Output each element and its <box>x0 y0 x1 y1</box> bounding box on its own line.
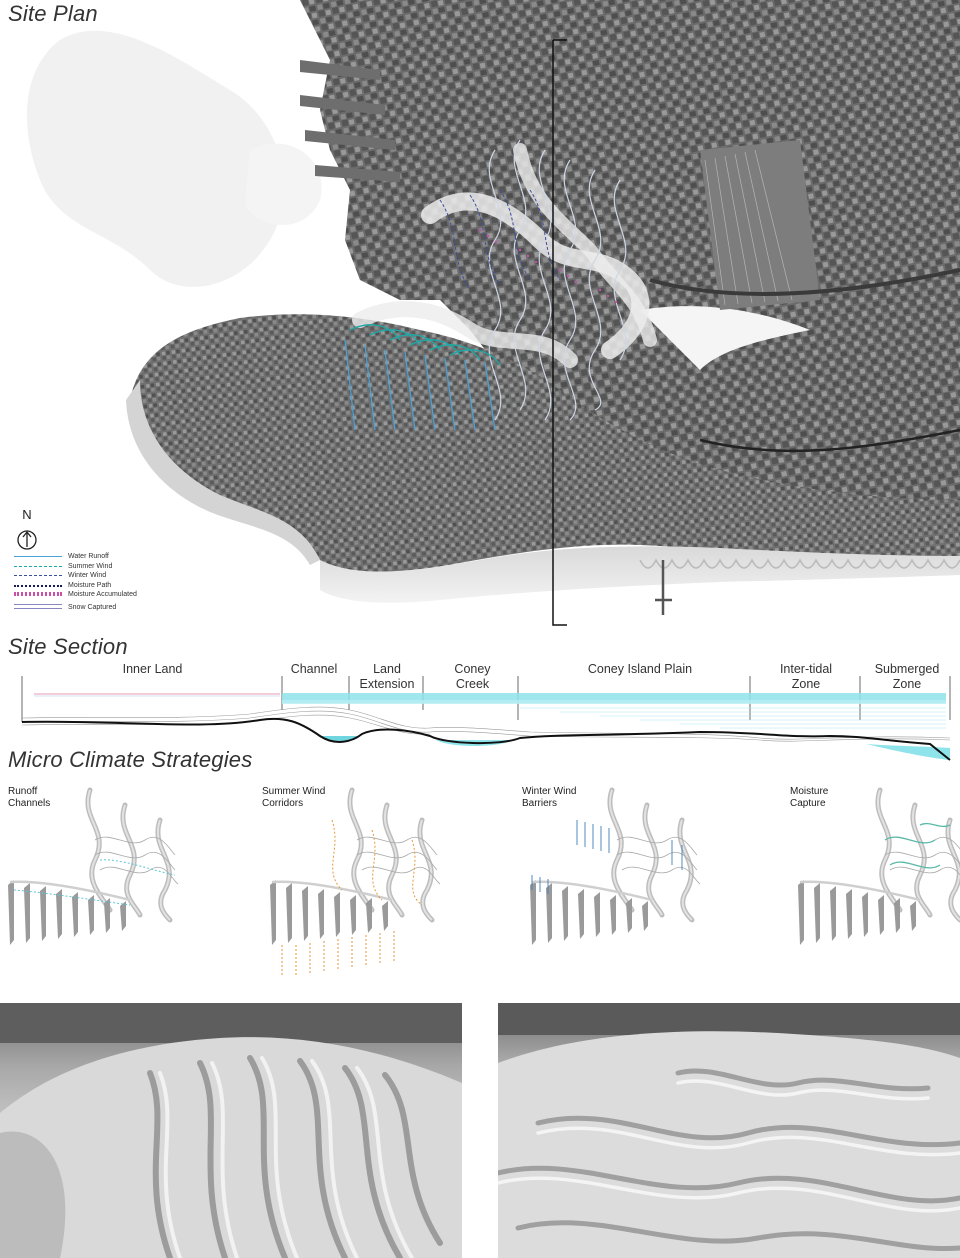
zone-label-land-extension: Land Extension <box>359 662 415 691</box>
model-photo-right <box>498 1003 960 1258</box>
model-photo-left <box>0 1003 462 1258</box>
micro-climate-title: Micro Climate Strategies <box>8 747 253 772</box>
legend-label: Water Runoff <box>68 553 109 560</box>
legend-label: Moisture Accumulated <box>68 591 137 599</box>
legend-label: Winter Wind <box>68 572 107 580</box>
strategy-runoff-channels-diagram <box>8 790 178 945</box>
legend-label: Moisture Path <box>68 581 112 589</box>
legend-item: Winter Wind <box>14 571 214 581</box>
site-plan-title: Site Plan <box>8 1 98 26</box>
site-plan-map <box>17 0 960 626</box>
strategy-summer-wind-corridors-diagram <box>270 790 440 975</box>
legend-item: Moisture Path <box>14 581 214 591</box>
strategy-label-runoff-channels: Runoff Channels <box>8 786 51 809</box>
strategy-moisture-capture-diagram <box>798 790 960 945</box>
site-plan-panel: Site Plan N Water Runoff Summer Wind Win… <box>8 0 960 626</box>
north-label: N <box>22 507 32 522</box>
legend-swatch <box>14 603 62 609</box>
legend-swatch <box>14 556 62 557</box>
legend-item: Snow Captured <box>14 603 214 613</box>
zone-label-submerged-zone: Submerged Zone <box>874 662 940 691</box>
legend-label: Snow Captured <box>68 603 117 611</box>
zone-label-coney-creek: Coney Creek <box>454 662 491 691</box>
strategy-diagrams <box>0 780 960 975</box>
strategy-label-summer-wind-corridors: Summer Wind Corridors <box>262 786 326 809</box>
zone-label-channel: Channel <box>290 662 338 676</box>
zone-label-coney-island-plain: Coney Island Plain <box>587 662 693 676</box>
zone-label-inter-tidal-zone: Inter-tidal Zone <box>779 662 833 691</box>
strategy-label-moisture-capture: Moisture Capture <box>790 786 829 809</box>
site-section-title: Site Section <box>8 634 128 659</box>
zone-label-inner-land: Inner Land <box>122 662 183 676</box>
legend-item: Moisture Accumulated <box>14 590 214 600</box>
strategy-winter-wind-barriers-diagram <box>530 790 700 945</box>
north-indicator: N <box>14 508 40 522</box>
legend-label: Summer Wind <box>68 562 113 570</box>
legend-swatch <box>14 575 62 577</box>
legend-swatch <box>14 565 62 567</box>
site-section-diagram <box>21 676 951 761</box>
strategy-label-winter-wind-barriers: Winter Wind Barriers <box>522 786 577 809</box>
legend-swatch <box>14 592 62 597</box>
legend-item: Water Runoff <box>14 552 214 562</box>
legend-item: Summer Wind <box>14 562 214 572</box>
legend-swatch <box>14 584 62 587</box>
site-plan-legend: Water Runoff Summer Wind Winter Wind Moi… <box>14 552 214 613</box>
